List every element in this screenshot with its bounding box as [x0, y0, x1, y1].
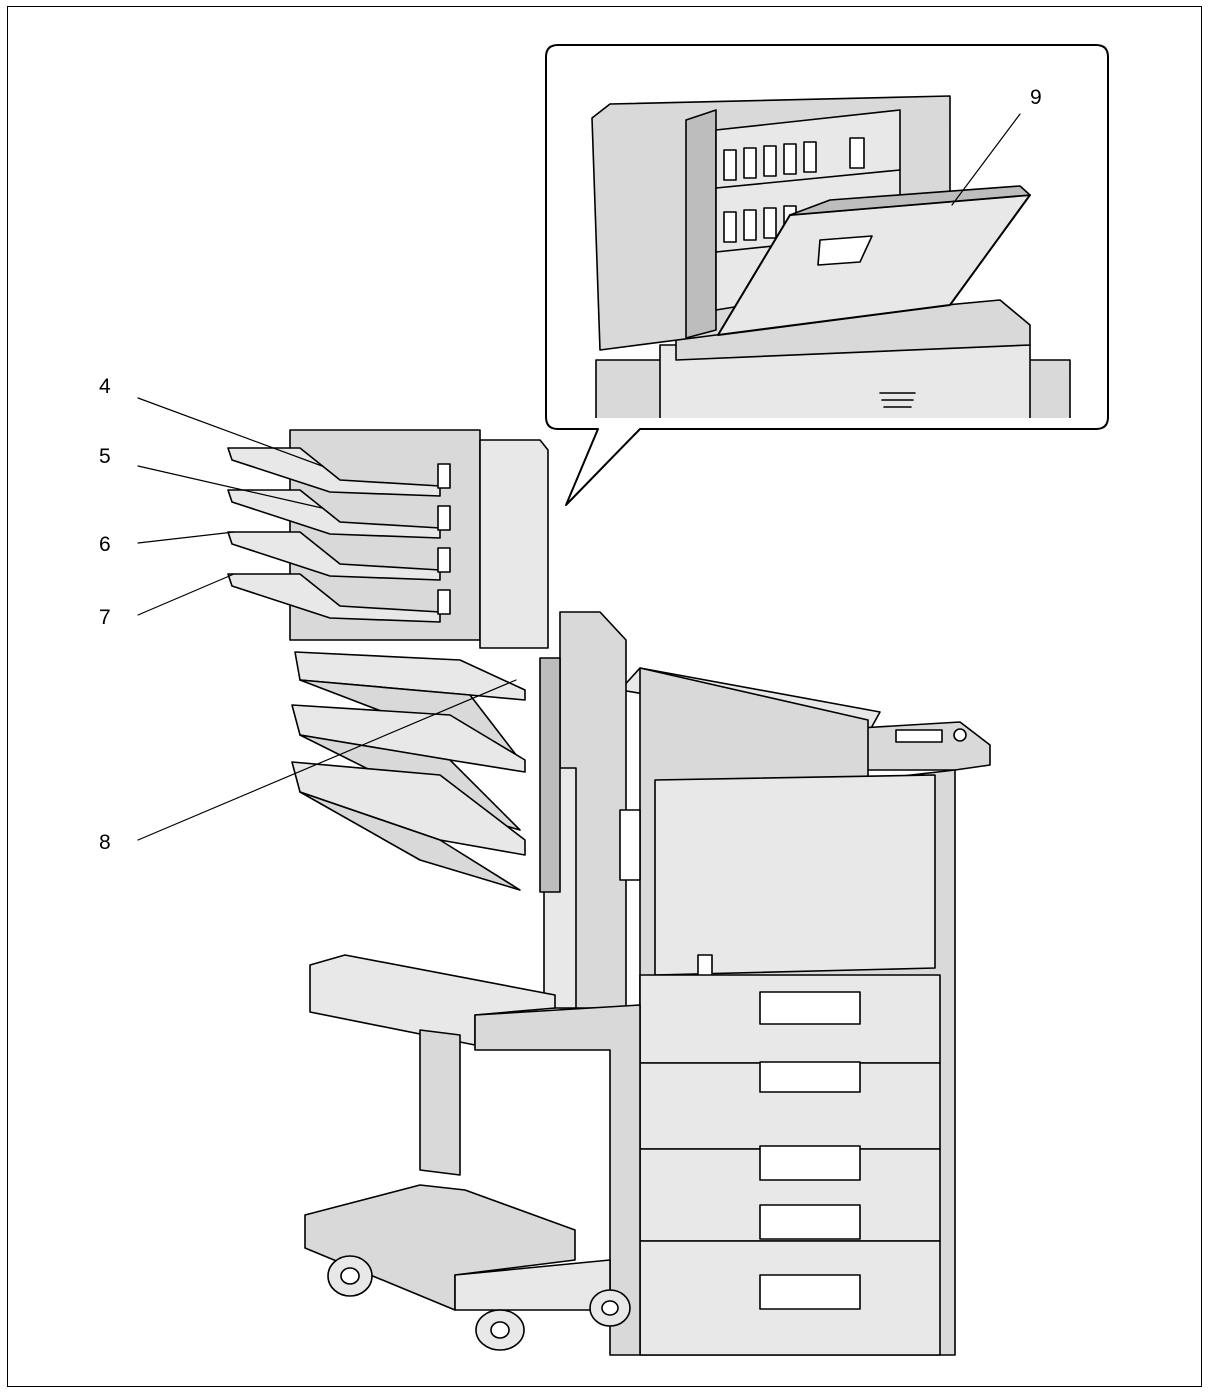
callout-labels: 4 5 6 7 8 9 — [99, 86, 1042, 854]
leader-6 — [137, 531, 235, 544]
control-panel-display — [895, 729, 943, 743]
leader-8 — [137, 679, 517, 841]
tray-handle — [759, 1204, 861, 1240]
callout-8: 8 — [99, 831, 111, 854]
main-unit — [619, 667, 991, 1356]
inset-mechanism — [591, 95, 1071, 418]
tray-handle — [759, 1145, 861, 1181]
leader-9 — [951, 113, 1021, 206]
tray-handle — [759, 991, 861, 1025]
tray-handle — [759, 1274, 861, 1310]
callout-leaders — [137, 113, 1021, 841]
large-output-trays — [291, 651, 526, 891]
callout-6: 6 — [99, 533, 111, 556]
finisher-column — [539, 611, 641, 1009]
leader-4 — [137, 397, 323, 467]
mailbin-unit — [227, 429, 549, 649]
figure-frame — [7, 6, 1202, 1387]
leader-5 — [137, 465, 323, 509]
detail-inset — [545, 44, 1109, 506]
leader-7 — [137, 573, 235, 616]
front-door — [654, 774, 936, 976]
mailbin-trays — [227, 447, 441, 623]
callout-4: 4 — [99, 375, 111, 398]
casters — [327, 1255, 631, 1351]
callout-7: 7 — [99, 606, 111, 629]
callout-9: 9 — [1030, 86, 1042, 109]
tray-handle — [759, 1061, 861, 1093]
callout-5: 5 — [99, 445, 111, 468]
stand — [304, 954, 641, 1356]
